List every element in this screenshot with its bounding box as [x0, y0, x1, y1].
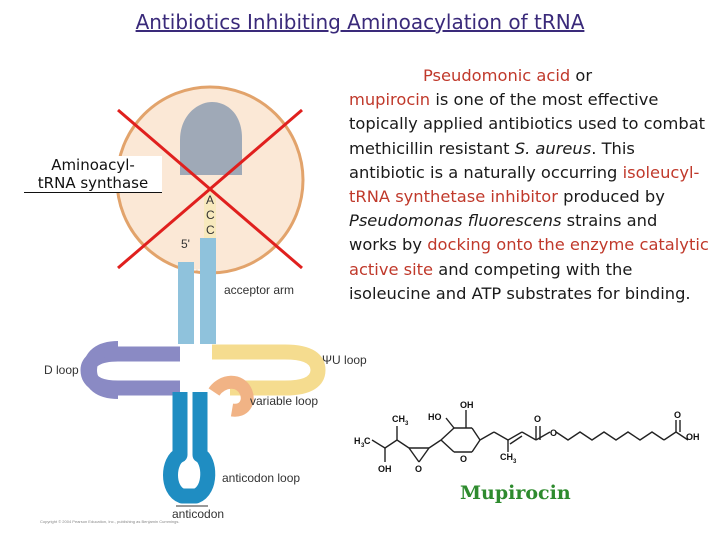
text-s-aureus: S. aureus: [514, 138, 592, 158]
acc-letter-1: A: [206, 193, 214, 207]
text-or: or: [570, 66, 593, 85]
acceptor-basepairs: [194, 269, 200, 331]
atom-ch3-right: CH: [500, 452, 513, 462]
atom-o-epoxide: O: [415, 464, 422, 474]
atom-ho: HO: [428, 412, 442, 422]
anticodon-loop-label: anticodon loop: [222, 471, 300, 485]
text-pseudomonic-acid: Pseudomonic acid: [423, 66, 571, 85]
text-docking: docking onto the enzyme catalytic active…: [349, 235, 709, 279]
d-loop: [82, 341, 119, 399]
mupirocin-atom-labels: H 3 C OH CH 3 O HO OH O CH 3 O O O OH: [354, 400, 700, 474]
text-mupirocin: mupirocin: [349, 90, 431, 110]
atom-oh-top: OH: [460, 400, 474, 410]
acc-letter-2: C: [206, 208, 215, 222]
atom-h3c-sub: 3: [361, 443, 365, 449]
atom-o-ring: O: [460, 454, 467, 464]
enzyme-label-line2: tRNA synthase: [37, 174, 149, 192]
atom-ch3-right-sub: 3: [513, 459, 517, 465]
cross-line-2: [117, 108, 303, 270]
enzyme-label-line1: Aminoacyl-: [51, 156, 135, 174]
text-run-3: produced by: [557, 187, 665, 207]
anticodon-label: anticodon: [172, 507, 224, 521]
atom-o-ester: O: [550, 428, 557, 438]
enzyme-label: Aminoacyl- tRNA synthase: [24, 156, 162, 193]
acc-letter-3: C: [206, 223, 215, 237]
page-title: Antibiotics Inhibiting Aminoacylation of…: [135, 10, 585, 34]
text-run-2: . This antibiotic is a naturally occurri…: [349, 138, 635, 182]
mupirocin-title: Mupirocin: [460, 482, 571, 504]
atom-h3c: H: [354, 436, 361, 446]
atom-o-acid: O: [674, 410, 681, 420]
copyright-line: Copyright © 2004 Pearson Education, Inc.…: [40, 519, 180, 524]
variable-loop-label: variable loop: [250, 394, 318, 408]
acc-tail: [204, 190, 216, 238]
text-inhibitor: isoleucyl-tRNA synthetase inhibitor: [349, 162, 700, 207]
psi-u-loop-label: ΨU loop: [322, 353, 367, 367]
atom-ch3-left-sub: 3: [405, 421, 409, 427]
atom-oh-left: OH: [378, 464, 392, 474]
atom-o-carbonyl: O: [534, 414, 541, 424]
psi-arm: [212, 344, 326, 396]
text-run-1: is one of the most effective topically a…: [349, 90, 706, 158]
atom-ch3-left: CH: [392, 414, 405, 424]
atom-oh-acid: OH: [686, 432, 700, 442]
atom-h3c-c: C: [364, 436, 371, 446]
acceptor-stem-left: [178, 262, 194, 344]
mupirocin-structure: [371, 410, 689, 463]
five-prime-label: 5': [181, 237, 190, 251]
d-loop-label: D loop: [44, 363, 79, 377]
acceptor-stem-right: [200, 238, 216, 344]
substrate-blob: [180, 102, 242, 175]
text-run-4: strains and works by: [349, 211, 658, 255]
variable-loop: [208, 375, 254, 417]
text-run-5: and competing with the isoleucine and AT…: [349, 259, 691, 303]
anticodon-arm: [163, 392, 216, 504]
acceptor-arm-label: acceptor arm: [224, 283, 294, 297]
description-paragraph: Pseudomonic acid or mupirocin is one of t…: [349, 64, 709, 306]
text-pseudomonas: Pseudomonas fluorescens: [349, 211, 562, 231]
